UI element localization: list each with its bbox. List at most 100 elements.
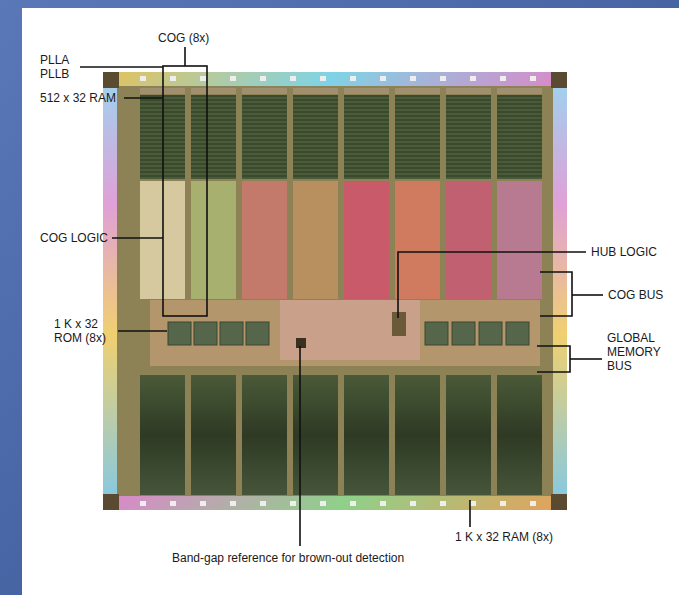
die-detail [168,322,191,345]
leader-line [112,237,163,239]
part-label: 1 K x 32 RAM (8x) [455,530,553,544]
die-detail [194,322,217,345]
die-detail [117,86,553,496]
die-detail [344,88,389,94]
die-detail [479,322,502,345]
die-detail [140,375,185,495]
die-detail [242,181,287,299]
leader-line [398,252,586,318]
die-detail [170,76,176,81]
die-detail [242,375,287,495]
die-detail [191,375,236,495]
die-detail [506,322,529,345]
die-detail [380,76,386,81]
die-detail [446,88,491,94]
die-detail [140,501,146,506]
die-detail [452,322,475,345]
die-detail [170,501,176,506]
die-detail [296,338,306,348]
die-detail [446,95,491,179]
die-detail [530,501,536,506]
die-detail [220,322,243,345]
die-detail [150,300,540,366]
die-detail [140,88,542,299]
die-detail [246,322,269,345]
die-detail [290,76,296,81]
die-detail [293,88,338,94]
die-detail [395,181,440,299]
leader-line [184,47,186,66]
die-detail [200,76,206,81]
die-detail [395,88,440,94]
die-detail [290,501,296,506]
bracket [537,346,570,372]
part-label: GLOBAL MEMORY BUS [607,331,671,373]
die-detail [22,8,679,595]
part-label: Band-gap reference for brown-out detecti… [172,551,404,565]
die-detail [425,322,448,345]
die-detail [103,72,567,510]
die-detail [446,375,491,495]
die-detail [344,375,389,495]
die-detail [293,181,338,299]
die-detail [530,76,536,81]
die-detail [280,300,420,360]
die-detail [140,375,542,495]
die-detail [350,76,356,81]
die-detail [293,95,338,179]
die-detail [191,181,236,299]
leader-line [299,346,301,546]
die-detail [440,501,446,506]
die-detail [140,76,536,506]
die-detail [497,88,542,94]
die-detail [392,312,406,336]
die-detail [320,76,326,81]
die-detail [470,501,476,506]
part-label: HUB LOGIC [591,245,657,259]
die-detail [551,72,567,88]
part-label: 512 x 32 RAM [40,91,116,105]
die-detail [80,47,603,546]
die-detail [500,76,506,81]
die-detail [497,95,542,179]
die-detail [410,501,416,506]
die-detail [103,72,119,88]
die-detail [191,88,236,94]
die-detail [230,76,236,81]
die-detail [553,72,567,510]
die-detail [350,501,356,506]
die-detail [395,375,440,495]
die-detail [380,501,386,506]
part-label: COG LOGIC [40,231,108,245]
die-detail [446,181,491,299]
die-detail [497,181,542,299]
die-detail [320,501,326,506]
die-detail [103,494,119,510]
leader-line [469,500,471,527]
leader-line [570,358,602,360]
leader-line [124,97,163,99]
bracket [163,66,207,316]
die-detail [242,95,287,179]
leader-line [80,66,163,68]
die-detail [470,76,476,81]
die-detail [395,95,440,179]
die-detail [440,76,446,81]
bracket [540,272,572,316]
die-detail [200,501,206,506]
die-detail [344,181,389,299]
die-detail [242,88,287,94]
part-label: PLLA PLLB [40,53,76,81]
leader-line [572,294,603,296]
die-detail [191,95,236,179]
part-label: COG (8x) [158,31,209,45]
die-detail [103,72,117,510]
die-detail [410,76,416,81]
die-detail [260,501,266,506]
die-detail [551,494,567,510]
part-label: COG BUS [608,288,663,302]
die-detail [260,76,266,81]
